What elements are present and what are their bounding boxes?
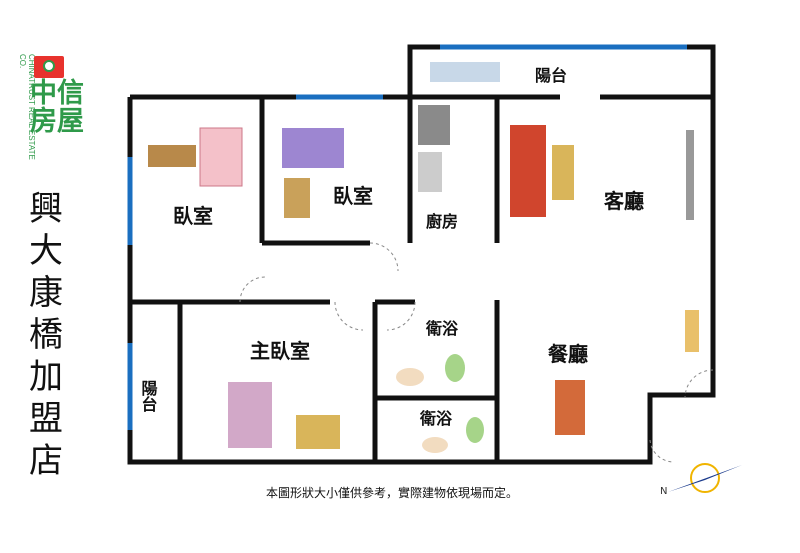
coffee-table-icon [552,145,574,200]
door-swings [239,242,714,463]
room-label-dining: 餐廳 [548,342,588,366]
svg-text:N: N [660,486,667,497]
room-label-balcony: 陽台 [139,380,158,413]
toilet-icon [445,354,465,382]
room-label-kitchen: 廚房 [426,212,458,231]
room-labels: 臥室 臥室 廚房 客廳 陽台 衛浴 主臥室 餐廳 陽台 衛浴 [139,66,645,428]
toilet-icon [466,417,484,443]
furniture [148,62,699,453]
room-label-living: 客廳 [603,189,644,213]
brand-emblem-icon [34,56,64,78]
disclaimer: 本圖形狀大小僅供參考，實際建物依現場而定。 [266,486,519,500]
room-label-balcony: 陽台 [535,66,567,85]
laundry-rack-icon [430,62,500,82]
dresser-icon [296,415,340,449]
tv-icon [686,130,694,220]
compass-icon: N [660,463,742,497]
room-label-bath: 衛浴 [425,319,459,338]
desk-icon [284,178,310,218]
bed-icon [228,382,272,448]
brand-logo: CHINATRUST REAL ESTATE CO. 中信房屋 [18,52,98,172]
dining-table-icon [555,380,585,435]
sink-icon [418,152,442,192]
brand-name-en: CHINATRUST REAL ESTATE CO. [18,54,36,160]
stove-icon [418,105,450,145]
room-label-bedroom: 臥室 [173,204,213,228]
washbasin-icon [396,368,424,386]
room-label-master-bedroom: 主臥室 [250,339,310,363]
bed-icon [282,128,344,168]
shoe-rack-icon [685,310,699,352]
room-label-bedroom: 臥室 [333,184,373,208]
washbasin-icon [422,437,448,453]
bed-icon [199,127,243,187]
brand-name-zh: 中信房屋 [30,78,84,137]
walls [127,44,716,465]
desk-icon [148,145,196,167]
room-label-bath: 衛浴 [419,409,453,428]
windows [127,44,687,430]
store-name: 興大康橋加盟店 [29,189,63,481]
sofa-icon [510,125,546,217]
